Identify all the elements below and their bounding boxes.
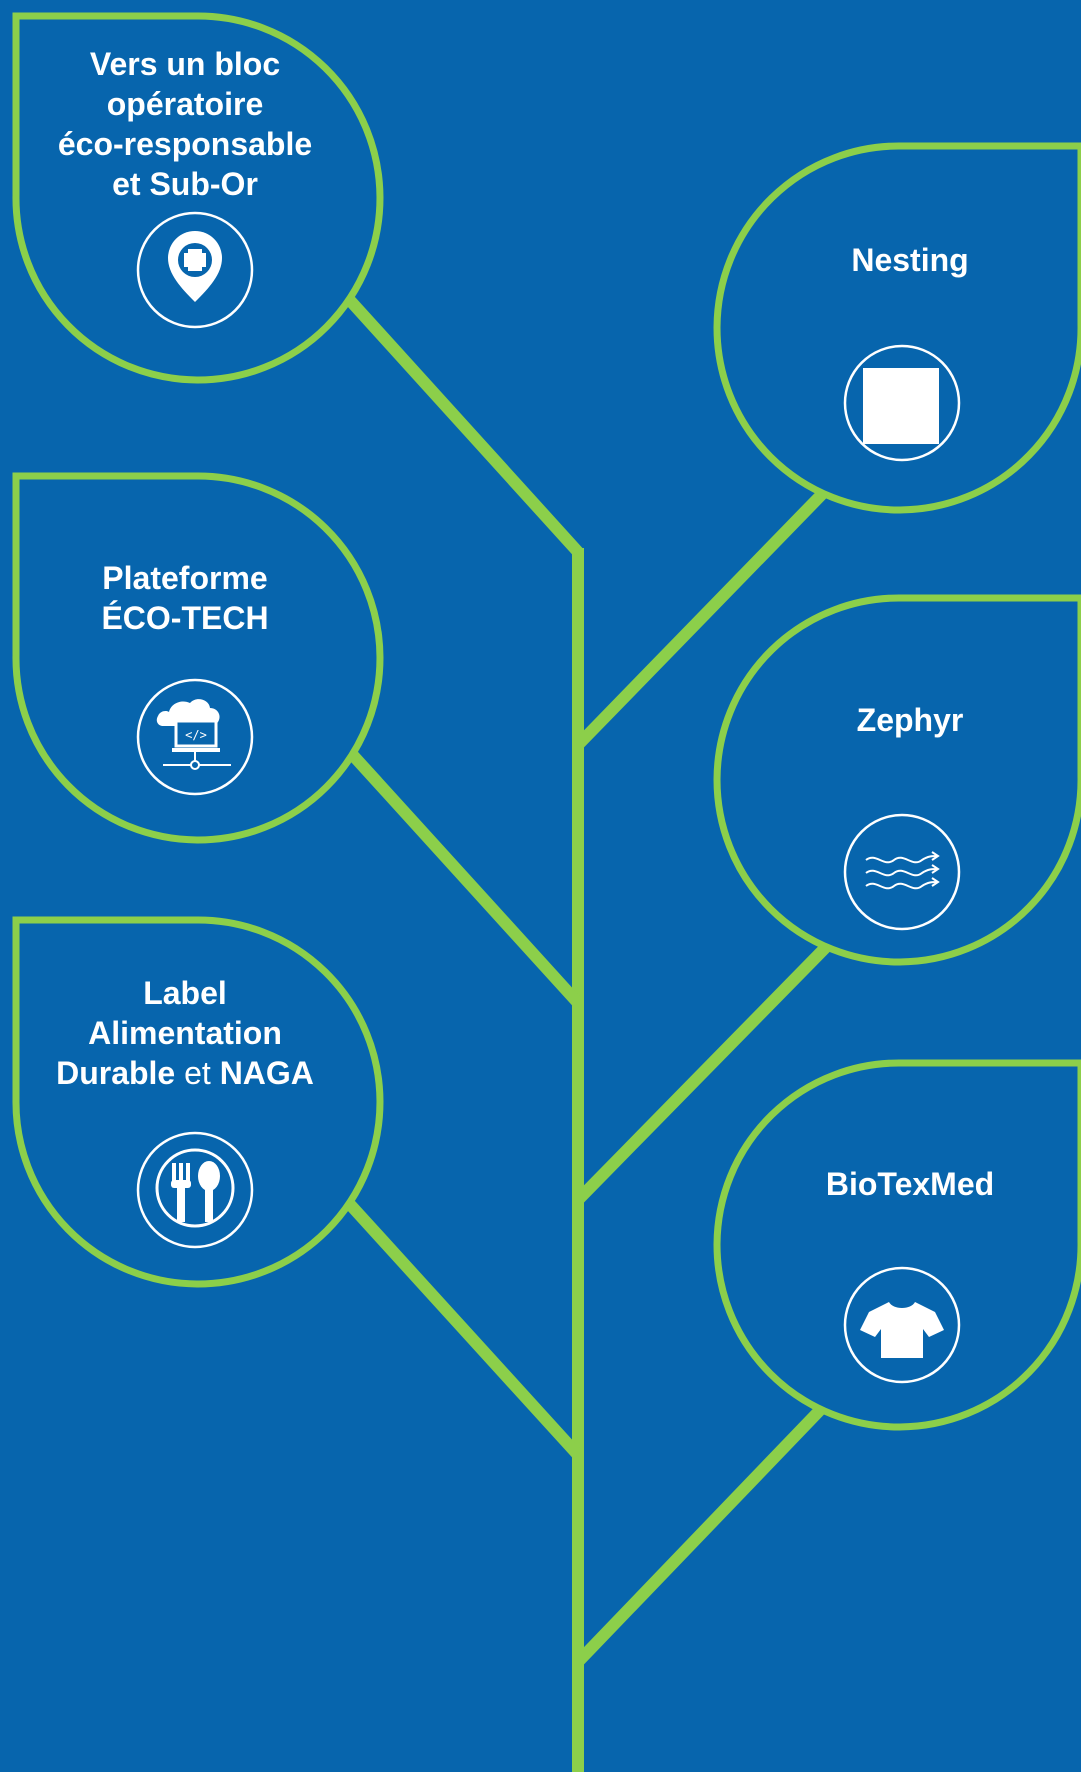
leaf-alimentation[interactable] — [12, 916, 384, 1288]
leaf-nesting[interactable] — [713, 142, 1081, 514]
leaf-shape — [12, 472, 384, 844]
icon-badge — [843, 813, 961, 931]
medical-location-plus-icon — [168, 231, 222, 302]
title-word: NAGA — [219, 1055, 314, 1091]
tree-branches — [341, 291, 833, 1772]
wind-waves-icon — [865, 851, 940, 890]
branch-alimentation — [341, 1195, 583, 1460]
icon-badge — [136, 1131, 254, 1249]
branch-biotexmed — [573, 1403, 827, 1667]
title-line: Durable et NAGA — [30, 1053, 340, 1093]
leaf-shape — [713, 1059, 1081, 1431]
icon-badge — [843, 344, 961, 462]
square-icon — [863, 368, 939, 444]
title-line: BioTexMed — [825, 1166, 995, 1202]
leaf-eco-tech[interactable]: </> — [12, 472, 384, 844]
title-line: Zephyr — [856, 702, 964, 738]
branch-eco-tech — [345, 747, 583, 1008]
branch-zephyr — [573, 940, 833, 1205]
title-line: Vers un bloc — [89, 46, 281, 82]
title-line: Label — [143, 975, 227, 1011]
branch-bloc-operatoire — [341, 291, 583, 557]
title-word: et — [184, 1055, 211, 1091]
leaf-shape — [713, 594, 1081, 966]
title-word: Durable — [56, 1055, 176, 1091]
tshirt-icon — [860, 1302, 944, 1358]
leaf-shape — [12, 916, 384, 1288]
title-line: Nesting — [851, 242, 969, 278]
title-line: éco-responsable — [57, 126, 313, 162]
leaf-shape — [12, 12, 384, 384]
leaf-title-biotexmed: BioTexMed — [760, 1164, 1060, 1204]
leaf-title-alimentation: Label Alimentation Durable et NAGA — [30, 973, 340, 1093]
title-line: et Sub-Or — [112, 166, 258, 202]
leaf-title-zephyr: Zephyr — [760, 700, 1060, 740]
icon-badge — [136, 678, 254, 796]
icon-badge — [843, 1266, 961, 1384]
branch-nesting — [573, 483, 833, 750]
icon-badge — [136, 211, 254, 329]
cloud-computer-icon: </> — [156, 699, 231, 770]
title-line: ÉCO-TECH — [101, 600, 269, 636]
title-line: Plateforme — [102, 560, 268, 596]
leaf-title-eco-tech: Plateforme ÉCO-TECH — [40, 558, 330, 638]
leaf-shape — [713, 142, 1081, 514]
leaf-title-bloc-operatoire: Vers un bloc opératoire éco-responsable … — [40, 44, 330, 204]
svg-text:</>: </> — [185, 728, 207, 742]
title-line: Alimentation — [88, 1015, 282, 1051]
leaf-title-nesting: Nesting — [760, 240, 1060, 280]
leaf-biotexmed[interactable] — [713, 1059, 1081, 1431]
leaf-zephyr[interactable] — [713, 594, 1081, 966]
leaf-bloc-operatoire[interactable] — [12, 12, 384, 384]
fork-spoon-icon — [155, 1148, 235, 1228]
title-line: opératoire — [106, 86, 264, 122]
